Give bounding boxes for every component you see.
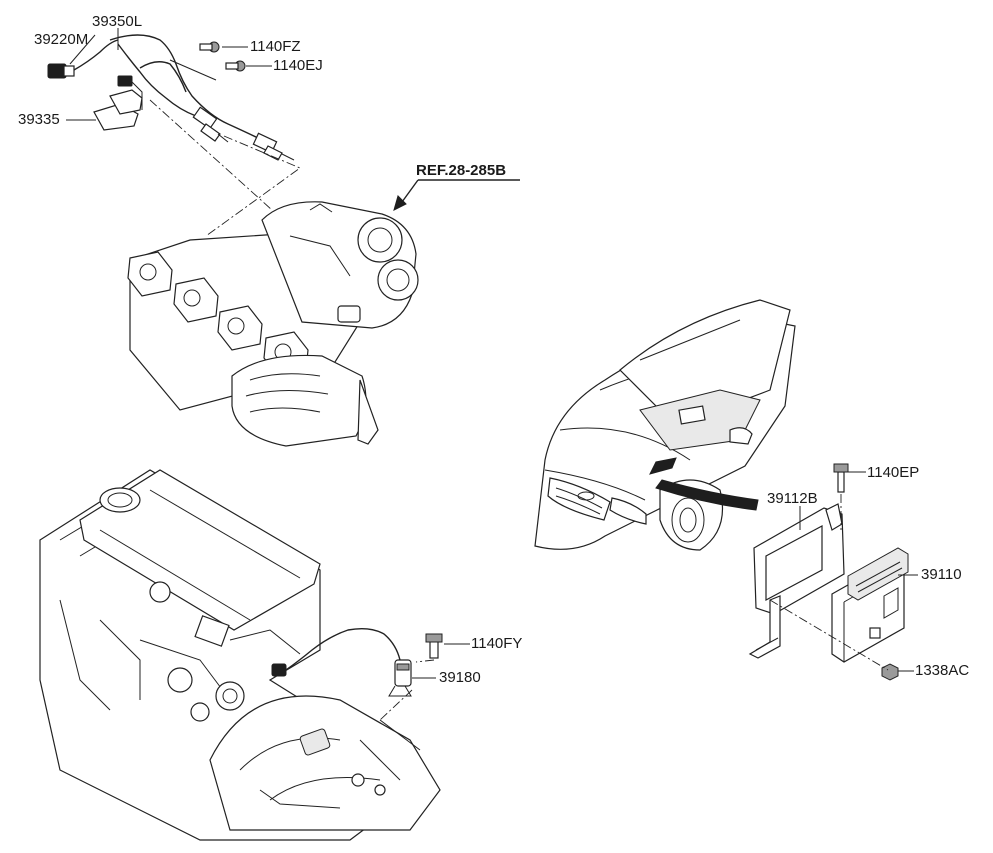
- bolt-1140ej: [225, 60, 246, 72]
- vehicle-front-view: [534, 299, 796, 551]
- label-1140ej: 1140EJ: [273, 57, 323, 74]
- bracket-39335: [93, 75, 143, 131]
- bolt-1140fz: [199, 41, 220, 53]
- oxygen-sensor-harness: [47, 28, 301, 237]
- label-39220m: 39220M: [34, 31, 89, 48]
- label-1338ac: 1338AC: [915, 662, 970, 679]
- knock-sensor-39180: [271, 627, 412, 697]
- engine-block: [39, 469, 441, 841]
- nut-1338ac: [881, 663, 899, 681]
- oxygen-sensor-downstream: [252, 132, 295, 161]
- label-1140ep: 1140EP: [867, 464, 920, 481]
- label-39335: 39335: [18, 111, 60, 128]
- connector-39220m: [47, 39, 119, 79]
- label-39350l: 39350L: [92, 13, 143, 30]
- label-1140fy: 1140FY: [471, 635, 523, 652]
- bolt-1140ep: [833, 463, 849, 493]
- reference-arrow: [393, 179, 520, 211]
- label-39110: 39110: [921, 566, 962, 583]
- ecu-bracket-39112b: [748, 503, 845, 659]
- bolt-1140fy: [425, 633, 443, 659]
- ecu-39110: [831, 547, 909, 663]
- oxygen-sensor-upstream: [192, 106, 229, 143]
- exhaust-manifold-turbocharger: [127, 201, 419, 447]
- label-39180: 39180: [439, 669, 481, 686]
- label-1140fz: 1140FZ: [250, 38, 301, 55]
- label-39112b: 39112B: [767, 490, 818, 507]
- reference-label: REF.28-285B: [416, 162, 507, 179]
